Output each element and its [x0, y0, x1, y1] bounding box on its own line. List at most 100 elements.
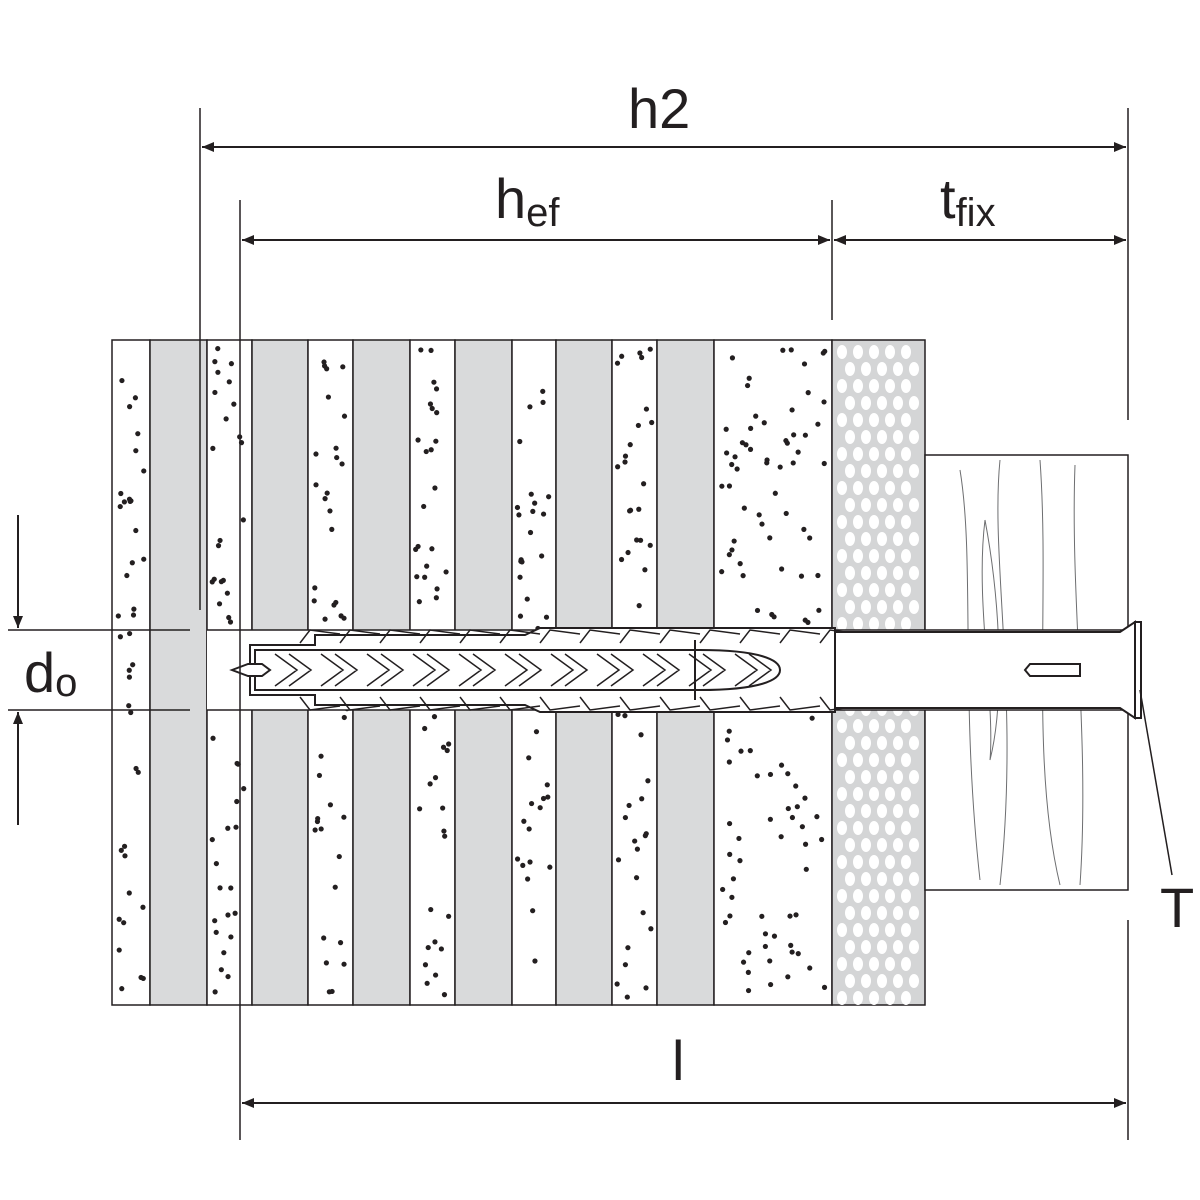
plaster-pore	[877, 464, 887, 478]
dot	[121, 499, 127, 505]
plaster-pore	[909, 396, 919, 410]
plaster-pore	[893, 974, 903, 988]
dot	[798, 573, 805, 579]
dot	[116, 916, 122, 922]
dot	[226, 614, 232, 621]
dot	[118, 847, 124, 853]
plaster-pore	[853, 753, 863, 767]
dot	[433, 595, 439, 601]
dot	[218, 579, 224, 585]
dot	[747, 748, 753, 754]
dot	[726, 820, 733, 827]
plaster-pore	[901, 821, 911, 835]
dot	[729, 894, 735, 900]
dot	[615, 857, 622, 863]
plaster-pore	[893, 464, 903, 478]
dot	[754, 607, 761, 614]
dot	[647, 346, 653, 352]
dot	[228, 934, 234, 940]
dot	[341, 814, 347, 820]
dot	[327, 802, 334, 808]
dot	[122, 853, 128, 859]
dot	[514, 504, 521, 511]
dot	[141, 468, 147, 474]
dot	[759, 521, 765, 527]
dot	[423, 448, 429, 455]
dot	[528, 491, 534, 497]
dot	[218, 967, 224, 973]
plaster-pore	[853, 991, 863, 1005]
dot	[726, 483, 733, 489]
plaster-pore	[861, 974, 871, 988]
plaster-pore	[861, 872, 871, 886]
plaster-pore	[845, 804, 855, 818]
plaster-pore	[853, 821, 863, 835]
dot	[767, 958, 773, 964]
dot	[771, 933, 778, 939]
dot	[768, 981, 774, 988]
plaster-pore	[893, 362, 903, 376]
plaster-pore	[837, 889, 847, 903]
dot	[622, 814, 629, 821]
dot	[118, 490, 124, 497]
dot	[743, 442, 749, 448]
dot	[322, 496, 328, 502]
plaster-pore	[845, 770, 855, 784]
dot	[639, 796, 645, 802]
plaster-pore	[861, 464, 871, 478]
dot	[429, 546, 435, 552]
dot	[820, 350, 826, 356]
plaster-pore	[837, 855, 847, 869]
dot	[415, 437, 421, 443]
plaster-pore	[845, 974, 855, 988]
dot	[336, 853, 342, 860]
plaster-pore	[877, 838, 887, 852]
plaster-pore	[901, 447, 911, 461]
dot	[791, 432, 797, 438]
plaster-pore	[861, 600, 871, 614]
dot	[532, 500, 538, 506]
plaster-pore	[853, 787, 863, 801]
dot	[795, 449, 801, 455]
dot	[627, 442, 633, 448]
dot	[341, 413, 348, 419]
dot	[729, 461, 735, 468]
plaster-pore	[869, 549, 879, 563]
dot	[767, 816, 773, 822]
dot	[546, 494, 552, 500]
dot	[126, 890, 132, 896]
dot	[527, 529, 534, 536]
dot	[211, 576, 217, 582]
dot	[130, 662, 136, 668]
plaster-pore	[853, 413, 863, 427]
dot	[727, 851, 733, 857]
plaster-pore	[837, 719, 847, 733]
dot	[759, 913, 765, 919]
dot	[642, 567, 648, 573]
dot	[726, 552, 732, 558]
plaster-pore	[861, 532, 871, 546]
dot	[649, 419, 655, 426]
dot	[115, 613, 121, 619]
plaster-pore	[877, 974, 887, 988]
plaster-pore	[893, 838, 903, 852]
dot	[762, 943, 768, 950]
plaster-pore	[893, 396, 903, 410]
dot	[414, 574, 420, 580]
dot	[446, 913, 452, 919]
plaster-pore	[901, 889, 911, 903]
dot	[127, 630, 133, 637]
plaster-pore	[877, 396, 887, 410]
plaster-pore	[901, 787, 911, 801]
dot	[785, 974, 791, 980]
dot	[819, 836, 825, 843]
dot	[117, 634, 123, 640]
dot	[210, 735, 216, 741]
dot	[783, 510, 789, 517]
dot	[767, 535, 773, 541]
dot	[722, 919, 729, 926]
plaster-pore	[845, 362, 855, 376]
dot	[422, 725, 428, 732]
dot	[532, 958, 538, 964]
dot	[793, 783, 799, 789]
